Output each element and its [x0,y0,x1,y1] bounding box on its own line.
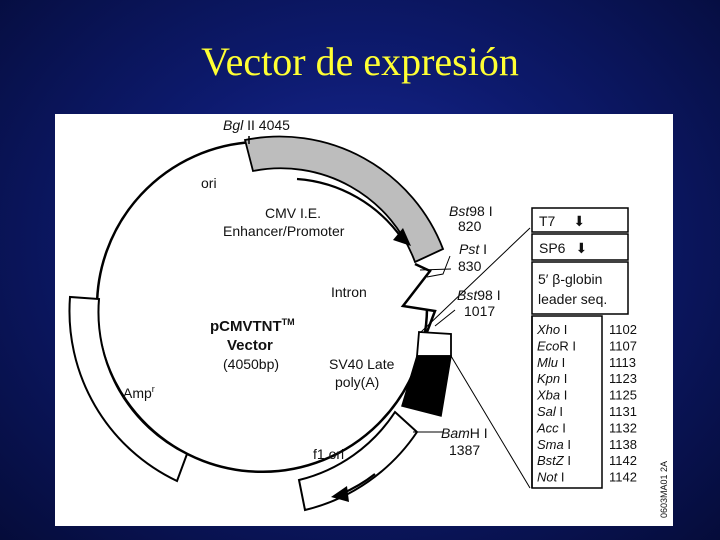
mcs-site-name: Xho I [536,322,567,337]
sv40-label-1: SV40 Late [329,356,395,372]
intron-label: Intron [331,284,367,300]
bam-site-label: BamH I [441,425,488,441]
ori-label: ori [201,175,217,191]
f1-ori-segment [297,410,419,512]
bst98-site-2-pos: 1017 [464,303,495,319]
mcs-site-pos: 1142 [609,453,637,468]
mcs-site-name: Mlu I [537,355,565,370]
mcs-site-pos: 1142 [609,470,637,485]
plasmid-map: pCMVTNTTM Vector (4050bp) ori CMV I.E. E… [68,117,669,518]
t7-label: T7⬇ [539,213,585,229]
slide-title: Vector de expresión [201,39,519,84]
mcs-site-name: Sal I [537,404,563,419]
plasmid-name: pCMVTNTTM [210,317,295,335]
globin-label-2: leader seq. [538,291,607,307]
sv40-polya-segment [401,355,452,417]
mcs-site-pos: 1102 [609,322,637,337]
pst-site-pos: 830 [458,258,482,274]
mcs-site-pos: 1138 [609,437,637,452]
bst98-site-2-label: Bst98 I [457,287,501,303]
plasmid-size: (4050bp) [223,356,279,372]
mcs-site-name: Not I [537,470,564,485]
bst98-site-1-pos: 820 [458,218,482,234]
mcs-site-name: Acc I [536,420,566,435]
mcs-site-name: BstZ I [537,453,571,468]
sv40-label-2: poly(A) [335,374,379,390]
plasmid-map-figure: pCMVTNTTM Vector (4050bp) ori CMV I.E. E… [55,114,673,526]
bam-site-pos: 1387 [449,442,480,458]
cmv-label-1: CMV I.E. [265,205,321,221]
cmv-label-2: Enhancer/Promoter [223,223,345,239]
mcs-site-pos: 1123 [609,371,637,386]
mcs-site-pos: 1131 [609,404,637,419]
cmv-direction-arrow [296,177,404,241]
mcs-site-name: Sma I [537,437,571,452]
sp6-label: SP6⬇ [539,240,587,256]
amp-gene-segment [68,295,189,483]
mcs-site-pos: 1107 [609,338,637,353]
mcs-segment [416,331,452,357]
mcs-site-name: Xba I [536,388,567,403]
mcs-site-pos: 1132 [609,420,637,435]
mcs-site-pos: 1125 [609,388,637,403]
pst-site-label: Pst I [459,241,487,257]
mcs-site-pos: 1113 [609,355,636,370]
bst98-site-1-label: Bst98 I [449,203,493,219]
cmv-promoter-segment [243,135,445,264]
f1ori-label: f1 ori [313,446,344,462]
plasmid-name-line2: Vector [227,337,273,354]
intron-zigzag [400,262,437,333]
figure-code: 0603MA01 2A [659,461,669,518]
globin-label-1: 5′ β-globin [538,271,602,287]
bgl-site-label: Bgl II 4045 [223,117,290,133]
amp-label: Ampr [123,384,155,401]
mcs-site-name: EcoR I [537,338,576,353]
mcs-site-name: Kpn I [537,371,567,386]
